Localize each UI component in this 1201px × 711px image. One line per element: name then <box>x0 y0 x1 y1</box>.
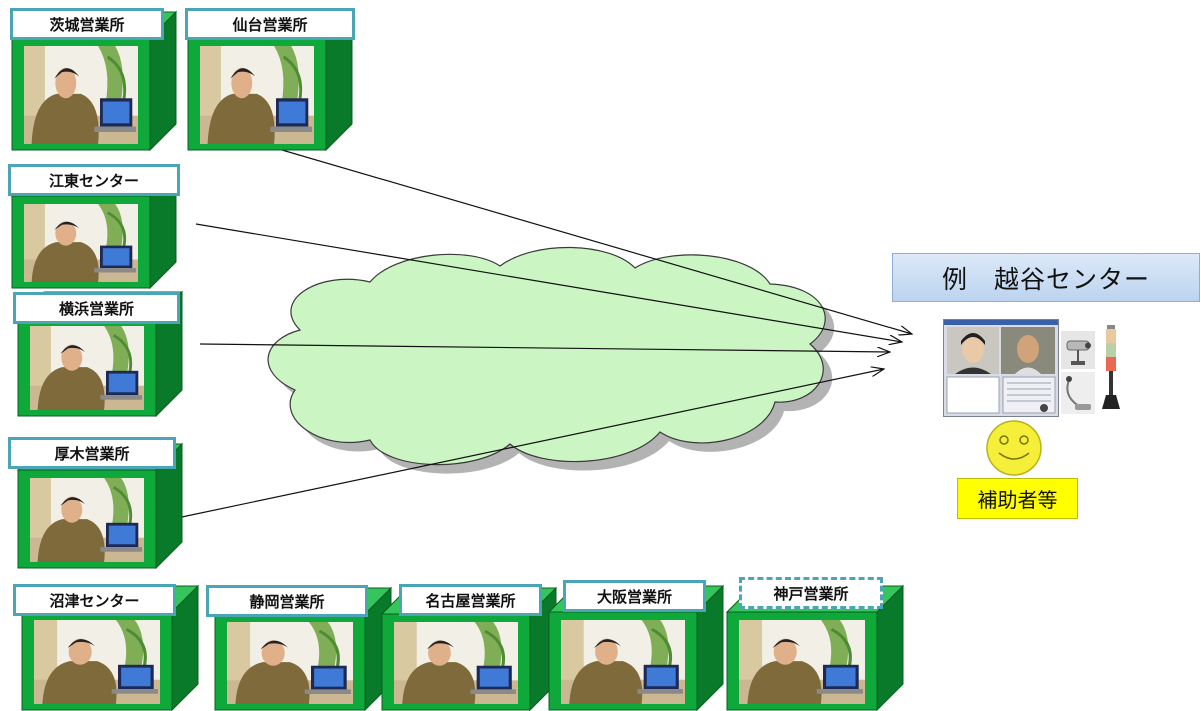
office-label-osaka: 大阪営業所 <box>563 580 706 612</box>
office-photo-osaka <box>561 620 685 704</box>
office-photo-numazu <box>34 620 160 704</box>
office-sendai <box>186 10 354 152</box>
office-label-sendai: 仙台営業所 <box>185 8 355 40</box>
video-conference-window <box>943 319 1059 417</box>
office-photo-ibaraki <box>24 46 138 144</box>
office-photo-koto <box>24 204 138 282</box>
office-label-yokohama: 横浜営業所 <box>13 292 180 324</box>
connection-lines <box>157 142 912 523</box>
office-label-shizuoka: 静岡営業所 <box>206 585 368 617</box>
assistant-label: 補助者等 <box>957 478 1078 519</box>
office-osaka <box>547 584 725 711</box>
office-label-kobe: 神戸営業所 <box>739 577 883 609</box>
camera-icon <box>1061 331 1095 369</box>
signal-tower-light-icon <box>1102 325 1120 409</box>
connection-arrow-atsugi <box>157 369 884 523</box>
monitoring-station <box>943 319 1133 419</box>
office-label-atsugi: 厚木営業所 <box>8 437 176 469</box>
office-ibaraki <box>10 10 178 152</box>
office-photo-shizuoka <box>227 622 353 704</box>
connection-arrow-yokohama <box>199 343 890 352</box>
center-title: 例 越谷センター <box>892 253 1200 302</box>
office-label-koto: 江東センター <box>8 164 180 196</box>
office-label-numazu: 沼津センター <box>13 584 176 616</box>
office-photo-nagoya <box>394 622 518 704</box>
office-photo-sendai <box>200 46 314 144</box>
connection-arrow-sendai <box>257 142 912 334</box>
office-koto <box>10 168 178 290</box>
connection-arrow-koto <box>195 223 902 342</box>
office-label-ibaraki: 茨城営業所 <box>10 8 164 40</box>
office-photo-atsugi <box>30 478 144 562</box>
cloud-body <box>267 246 826 466</box>
office-photo-kobe <box>739 620 865 704</box>
smiley-face-icon <box>986 420 1042 476</box>
microphone-icon <box>1061 372 1095 414</box>
office-photo-yokohama <box>30 326 144 410</box>
office-label-nagoya: 名古屋営業所 <box>399 584 542 616</box>
